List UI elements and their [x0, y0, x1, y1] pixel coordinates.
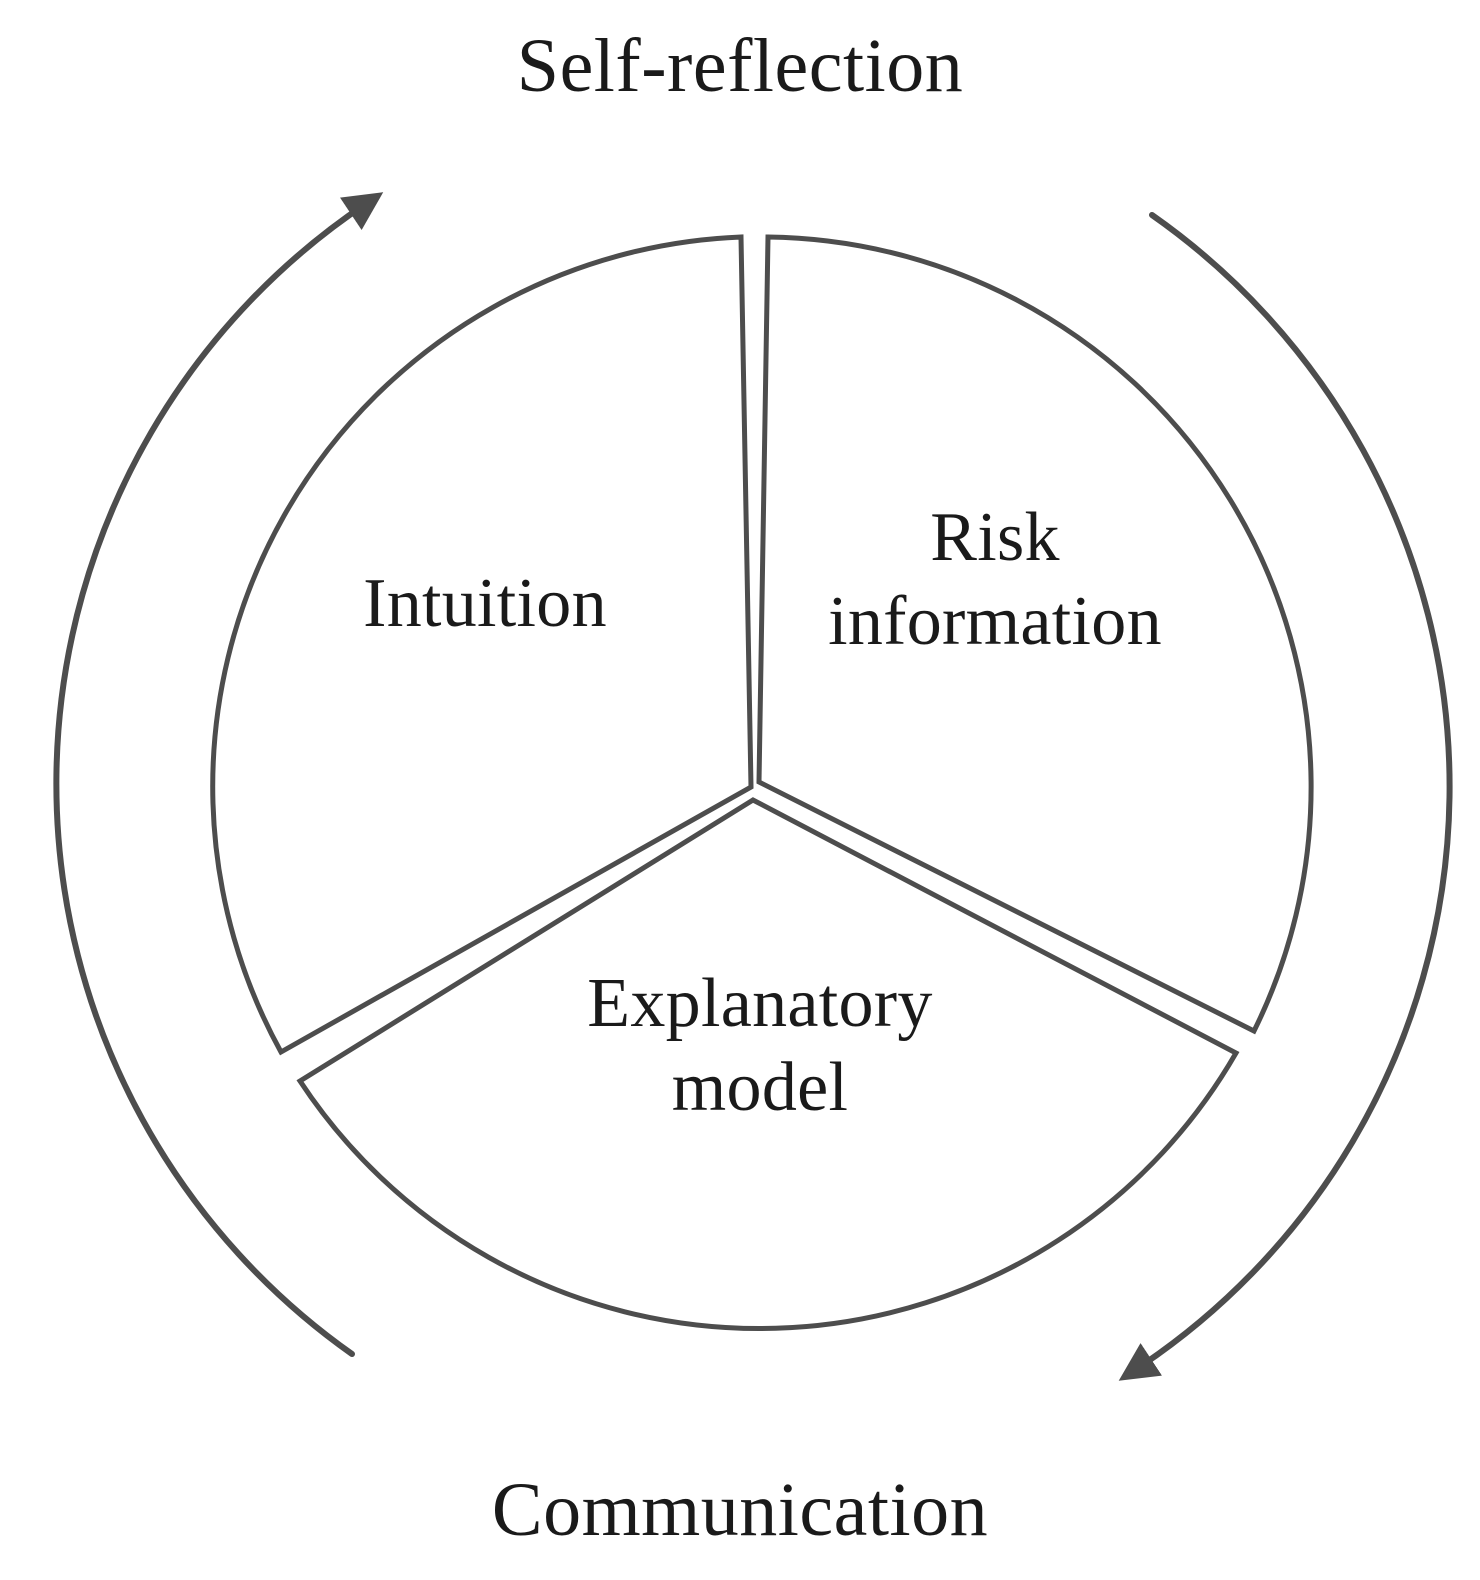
- cycle-label-communication: Communication: [491, 1468, 989, 1552]
- segment-label-risk-information: Risk information: [828, 499, 1162, 660]
- right-outer-arc-arrow: [1118, 212, 1453, 1381]
- segment-label-explanatory-model: Explanatory model: [587, 965, 933, 1126]
- segment-intuition-shape[interactable]: [210, 234, 754, 1056]
- segment-label-intuition: Intuition: [363, 565, 607, 642]
- segment-explanatory-model-shape[interactable]: [296, 797, 1240, 1332]
- left-outer-arc-arrow: [53, 192, 384, 1357]
- cycle-label-self-reflection: Self-reflection: [516, 24, 964, 108]
- segment-risk-information-shape[interactable]: [756, 234, 1314, 1035]
